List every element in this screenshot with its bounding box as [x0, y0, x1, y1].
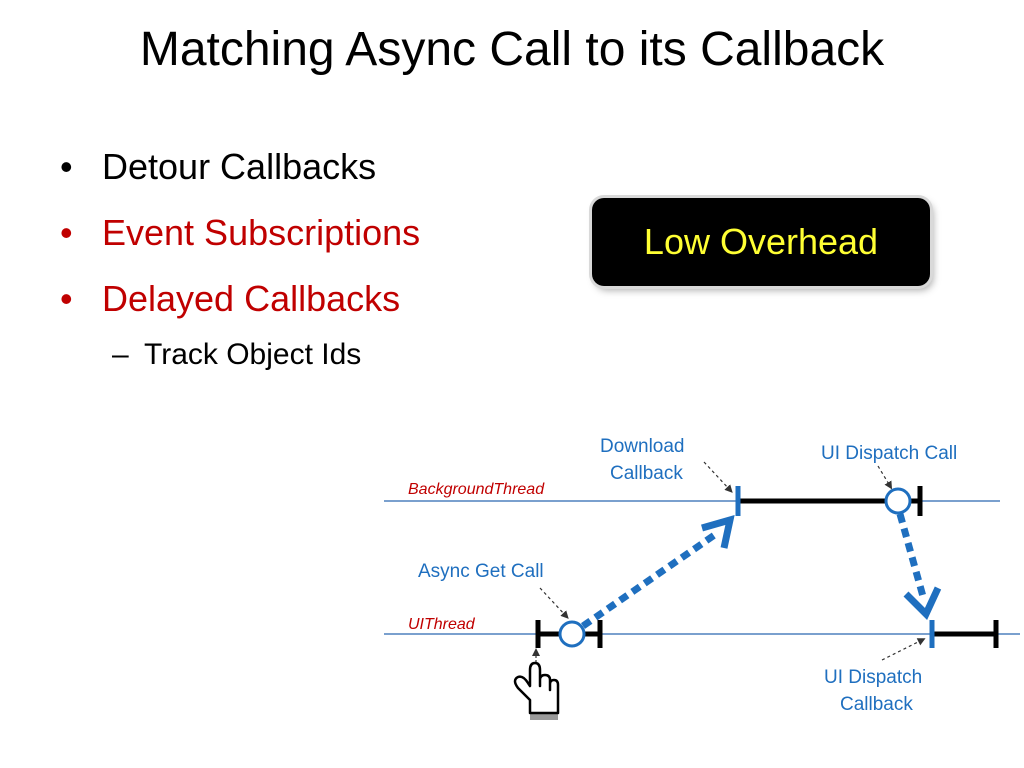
- flow-arrowhead-download: [701, 515, 735, 549]
- bullet-text: Delayed Callbacks: [102, 278, 401, 319]
- bullet-text: Detour Callbacks: [102, 146, 377, 187]
- bullet-marker: –: [112, 338, 129, 371]
- async-get-call-pointer: [539, 587, 569, 619]
- download-pointer: [703, 461, 733, 493]
- slide-title: Matching Async Call to its Callback: [139, 23, 885, 76]
- download-label-line2: Callback: [610, 463, 683, 484]
- ui-dispatch-callback-line1: UI Dispatch: [824, 667, 922, 688]
- ui-dispatch-callback-pointer: [881, 638, 926, 661]
- hand-pointer-icon: [513, 648, 560, 720]
- ui-dispatch-call-label: UI Dispatch Call: [821, 443, 957, 464]
- bullet-item: • Detour Callbacks: [60, 145, 580, 189]
- ui-dispatch-call-node: [884, 487, 912, 515]
- background-thread-label: BackgroundThread: [408, 481, 545, 498]
- flow-arrowhead-callback: [903, 586, 942, 621]
- bullet-text: Event Subscriptions: [102, 212, 421, 253]
- ui-dispatch-call-pointer: [877, 465, 893, 490]
- bullet-marker: •: [60, 146, 73, 187]
- bullet-text: Track Object Ids: [144, 338, 362, 371]
- download-label-line1: Download: [600, 436, 685, 457]
- sub-bullet-item: – Track Object Ids: [60, 335, 580, 375]
- low-overhead-badge: Low Overhead: [592, 198, 930, 286]
- bullet-item: • Event Subscriptions: [60, 211, 580, 255]
- bullet-marker: •: [60, 278, 73, 319]
- bullet-list: • Detour Callbacks • Event Subscriptions…: [60, 145, 580, 397]
- flow-arrow-async-to-download: [581, 531, 718, 629]
- flow-arrow-dispatch-to-callback: [896, 513, 928, 601]
- async-get-call-node: [558, 620, 586, 648]
- bullet-marker: •: [60, 212, 73, 253]
- async-get-call-label: Async Get Call: [418, 561, 544, 582]
- ui-thread-label: UIThread: [408, 616, 476, 633]
- ui-dispatch-callback-line2: Callback: [840, 694, 913, 715]
- bullet-item: • Delayed Callbacks: [60, 277, 580, 321]
